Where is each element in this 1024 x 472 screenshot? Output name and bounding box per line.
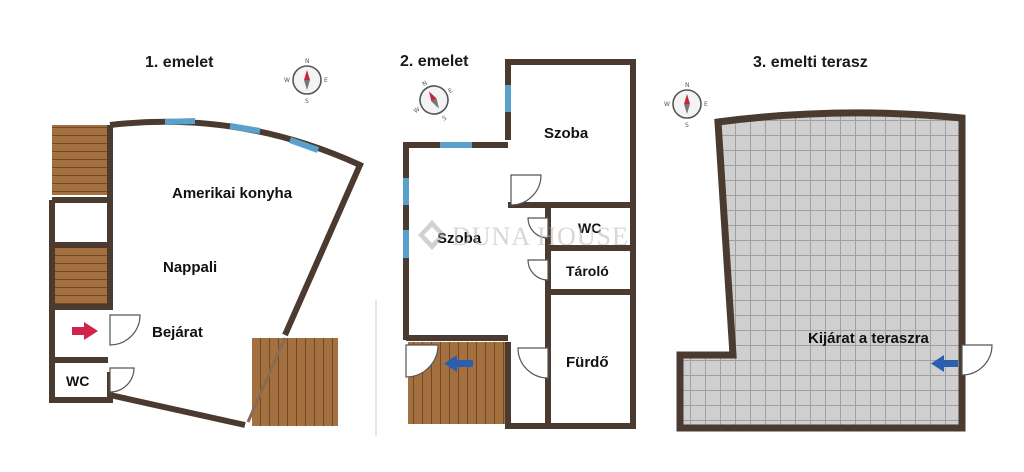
doors-plan-2	[405, 174, 549, 379]
watermark-logo	[418, 220, 446, 250]
door-terrace	[961, 344, 993, 376]
walls-plan-2	[403, 59, 636, 429]
door-bathroom	[517, 347, 549, 379]
label-kitchen: Amerikai konyha	[172, 185, 293, 202]
window-3	[288, 137, 320, 153]
compass-e-label: E	[324, 77, 328, 84]
compass-south-needle	[304, 80, 310, 90]
doors-plan-1	[109, 314, 141, 393]
plan-2-title: 2. emelet	[400, 53, 469, 70]
label-room-left: Szoba	[437, 230, 482, 247]
door-storage	[527, 259, 549, 281]
watermark	[418, 220, 446, 250]
compass-north-needle	[684, 94, 690, 104]
compass-w-label: W	[664, 101, 670, 108]
compass-n-label: N	[685, 82, 690, 89]
exit-arrow	[931, 355, 958, 372]
compass-w-label: W	[413, 106, 422, 115]
compass-s-label: S	[441, 115, 448, 123]
label-wc-2: WC	[578, 220, 601, 236]
compass-north-needle	[429, 91, 437, 102]
wall-right-block	[505, 59, 636, 429]
compass-s-label: S	[305, 98, 309, 105]
compass-north-needle	[304, 70, 310, 80]
entrance-arrow	[72, 322, 98, 340]
plan-3-title: 3. emelti terasz	[753, 54, 868, 71]
wall-bottom	[109, 392, 246, 428]
wall-diagonal-thin	[246, 337, 287, 423]
compass-3: N S E W	[664, 82, 708, 129]
compass-w-label: W	[284, 77, 290, 84]
wall-curved-top	[109, 118, 364, 337]
stairs-top	[52, 125, 107, 195]
compass-n-label: N	[305, 58, 310, 65]
stairs-arrow	[444, 355, 473, 372]
plan-1-group: 1. emelet N S E W	[49, 54, 377, 436]
plan-2-group: 2. emelet N S E W	[400, 53, 636, 429]
plan-1-title: 1. emelet	[145, 54, 214, 71]
windows-plan-1	[164, 118, 320, 153]
windows-plan-2	[403, 85, 511, 258]
window-2	[229, 123, 261, 134]
compass-south-needle	[431, 98, 439, 109]
compass-s-label: S	[685, 122, 689, 129]
compass-south-needle	[684, 104, 690, 114]
door-szoba	[510, 174, 542, 206]
label-storage: Tároló	[566, 263, 609, 279]
compass-e-label: E	[704, 101, 708, 108]
plan-3-group: 3. emelti terasz N S E W Kijárat a teras…	[664, 54, 993, 432]
label-wc-1: WC	[66, 373, 89, 389]
compass-2: N S E W	[413, 80, 455, 123]
stairs-middle	[52, 245, 107, 305]
label-bathroom: Fürdő	[566, 354, 609, 371]
compass-n-label: N	[421, 80, 428, 88]
label-exit: Kijárat a teraszra	[808, 330, 930, 347]
door-wc-2	[527, 217, 549, 239]
door-stairs	[405, 344, 439, 378]
door-wc	[109, 367, 135, 393]
door-entrance	[109, 314, 141, 346]
wall-side-dividers	[52, 242, 108, 363]
compass-e-label: E	[447, 87, 454, 95]
compass-1: N S E W	[284, 58, 328, 105]
wall-left-room	[403, 142, 508, 340]
label-living: Nappali	[163, 259, 217, 276]
label-entrance: Bejárat	[152, 324, 203, 341]
watermark-logo-inner	[424, 227, 440, 243]
window-1	[164, 118, 196, 125]
label-room-top: Szoba	[544, 125, 589, 142]
watermark-text: DUNA HOUSE	[452, 222, 629, 251]
terrace-floor	[676, 109, 966, 432]
